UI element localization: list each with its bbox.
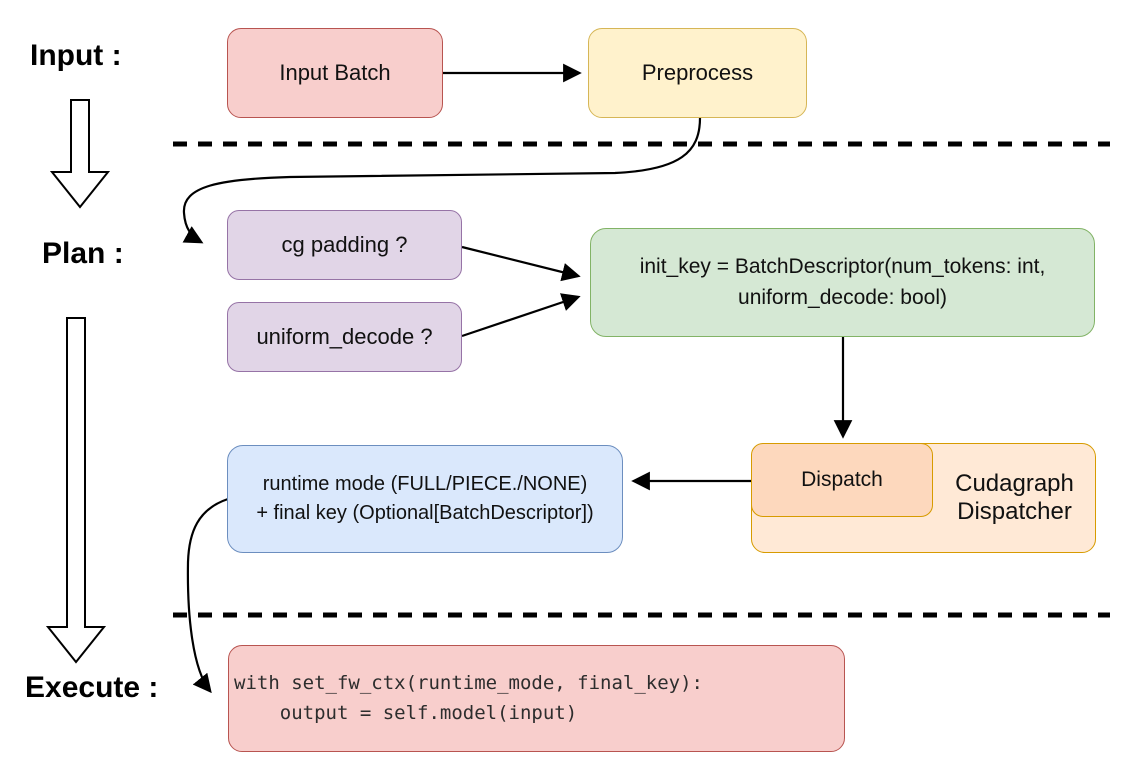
stage-label-plan: Plan : (42, 237, 124, 270)
node-init-key-line1: init_key = BatchDescriptor(num_tokens: i… (639, 255, 1046, 279)
node-cg-padding: cg padding ? (227, 210, 462, 280)
node-runtime-result-line2: + final key (Optional[BatchDescriptor]) (256, 502, 594, 524)
arrow-uniformdecode-initkey (461, 293, 581, 338)
node-cg-padding-label: cg padding ? (281, 232, 408, 258)
block-arrow-input-down (49, 99, 111, 209)
node-execute-code: with set_fw_ctx(runtime_mode, final_key)… (228, 645, 845, 752)
node-cudagraph-dispatcher-label: Cudagraph Dispatcher (933, 443, 1096, 553)
stage-label-input: Input : (30, 39, 122, 72)
node-dispatch-label: Dispatch (801, 467, 883, 491)
node-runtime-result: runtime mode (FULL/PIECE./NONE) + final … (227, 445, 623, 553)
node-uniform-decode-label: uniform_decode ? (256, 324, 433, 350)
node-cudagraph-dispatcher-line1: Cudagraph (955, 470, 1074, 497)
stage-label-execute: Execute : (25, 671, 159, 704)
block-arrow-plan-execute (45, 317, 107, 664)
node-input-batch-label: Input Batch (279, 60, 391, 86)
arrow-cgpadding-initkey (461, 245, 581, 282)
node-preprocess: Preprocess (588, 28, 807, 118)
node-dispatch: Dispatch (751, 443, 933, 517)
node-execute-code-line2: output = self.model(input) (234, 701, 578, 724)
node-init-key-line2: uniform_decode: bool) (738, 285, 947, 309)
node-execute-code-line1: with set_fw_ctx(runtime_mode, final_key)… (234, 672, 703, 695)
arrow-runtime-executecode (186, 497, 229, 694)
node-init-key: init_key = BatchDescriptor(num_tokens: i… (590, 228, 1095, 337)
node-input-batch: Input Batch (227, 28, 443, 118)
node-cudagraph-dispatcher-line2: Dispatcher (957, 498, 1072, 525)
node-uniform-decode: uniform_decode ? (227, 302, 462, 372)
node-runtime-result-line1: runtime mode (FULL/PIECE./NONE) (262, 473, 588, 495)
node-preprocess-label: Preprocess (641, 60, 754, 86)
